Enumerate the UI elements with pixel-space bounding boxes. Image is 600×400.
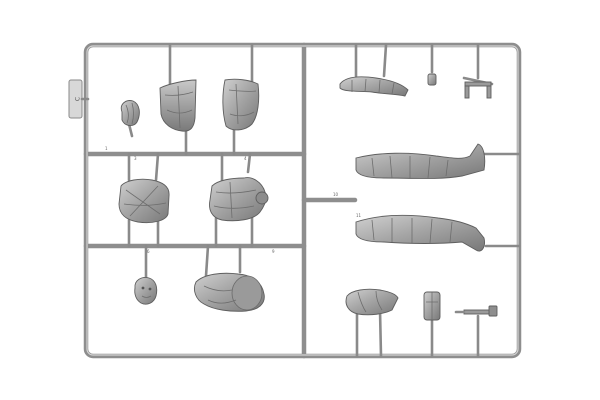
part-small-hand	[427, 43, 437, 86]
sprue-tag-label: C	[75, 97, 82, 101]
part-hair	[120, 100, 140, 138]
part-arm-bottom	[345, 288, 399, 358]
part-head	[134, 244, 158, 305]
part-arm-top	[339, 43, 409, 97]
part-small-tool	[454, 305, 498, 358]
part-torso-right	[209, 152, 269, 248]
part-lower-body	[193, 244, 265, 312]
part-leg-upper	[355, 143, 521, 179]
part-number: 3	[134, 156, 137, 161]
part-number: 11	[356, 213, 362, 218]
sprue-frame	[83, 42, 522, 359]
part-number: 6	[147, 249, 150, 254]
part-torso-left	[118, 152, 170, 248]
part-number-labels: 1 3 4 6 9 10 11	[105, 146, 362, 254]
part-number: 4	[244, 156, 247, 161]
part-coat-upper-right	[222, 43, 260, 156]
part-number: 1	[105, 146, 108, 151]
part-number: 10	[333, 192, 339, 197]
part-number: 9	[272, 249, 275, 254]
sprue-tag: C	[68, 79, 90, 119]
part-rifle-bolt	[462, 43, 494, 99]
part-pouch	[423, 291, 441, 358]
part-leg-lower	[355, 214, 521, 252]
part-coat-upper-left	[159, 43, 197, 156]
